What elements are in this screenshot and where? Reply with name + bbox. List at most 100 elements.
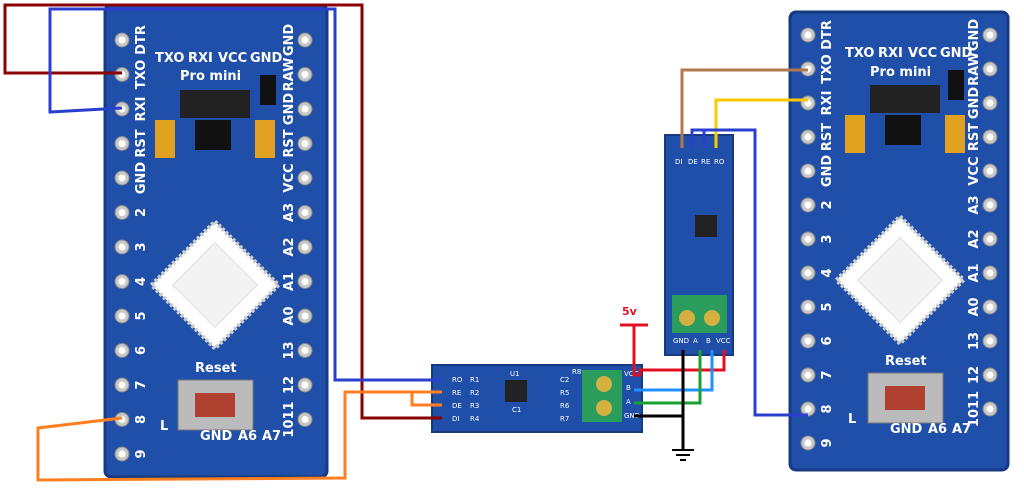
header-pin xyxy=(297,377,313,393)
header-pin xyxy=(114,239,130,255)
pin-label: A0 xyxy=(282,306,297,325)
bottom-label: GND xyxy=(200,429,233,444)
capacitor xyxy=(945,115,965,153)
wire-txo-to-di xyxy=(3,3,442,420)
wire-d8-to-re-de xyxy=(36,390,442,482)
pin-label: 8 xyxy=(134,415,149,424)
pin-label: DE xyxy=(452,402,462,410)
pin-label: 8 xyxy=(820,404,835,413)
pin-label: DE xyxy=(688,158,698,166)
pin-label: GND xyxy=(673,337,689,345)
pin-label: A3 xyxy=(282,203,297,222)
screw xyxy=(679,310,695,326)
header-pin xyxy=(800,367,816,383)
right-pro-mini-board: Reset Pro mini TXO RXI VCC GND GND A6 A7… xyxy=(788,10,1010,472)
top-label: TXO xyxy=(155,51,184,66)
pin-label: RAW xyxy=(967,52,982,86)
pin-label: 13 xyxy=(282,341,297,359)
part-label: R6 xyxy=(560,402,570,410)
pin-label: TXO xyxy=(134,60,149,89)
pin-label: DTR xyxy=(134,25,149,55)
wire-rxi-to-ro xyxy=(48,7,442,382)
pin-label: GND xyxy=(134,162,149,195)
header-pin xyxy=(982,367,998,383)
header-pin xyxy=(982,401,998,417)
pin-label: 4 xyxy=(134,277,149,286)
header-pin xyxy=(297,67,313,82)
header-pin xyxy=(800,95,816,111)
pin-label: GND xyxy=(282,24,297,57)
pin-label: GND xyxy=(967,19,982,52)
pin-label: VCC xyxy=(716,337,731,345)
pin-label: GND xyxy=(624,412,640,420)
pin-label: 3 xyxy=(820,234,835,243)
top-label: GND xyxy=(940,46,973,61)
pin-label: 2 xyxy=(820,200,835,209)
header-pin xyxy=(982,163,998,179)
pin-label: 4 xyxy=(820,268,835,277)
bottom-label: A7 xyxy=(262,429,281,444)
pin-label: A xyxy=(626,398,631,406)
header-pin xyxy=(982,265,998,281)
max485-chip xyxy=(505,380,527,402)
part-label: R7 xyxy=(560,415,569,423)
capacitor xyxy=(155,120,175,158)
part-label: R8 xyxy=(572,368,581,376)
header-pin xyxy=(800,333,816,349)
header-pin xyxy=(982,95,998,111)
pin-label: TXO xyxy=(820,54,835,83)
pin-label: RE xyxy=(452,389,461,397)
ground-icon xyxy=(672,449,694,461)
capacitor xyxy=(255,120,275,158)
header-pin xyxy=(114,136,130,151)
pin-label: GND xyxy=(282,93,297,126)
header-pin xyxy=(800,163,816,179)
rs485-module-vertical: DI DE RE RO GND A B VCC xyxy=(664,134,734,356)
header-pin xyxy=(800,299,816,315)
pin-label: 5 xyxy=(134,311,149,320)
pin-label: RST xyxy=(134,129,149,157)
capacitor xyxy=(845,115,865,153)
header-pin xyxy=(297,274,313,289)
model-label: Pro mini xyxy=(870,65,931,80)
pin-label: RAW xyxy=(282,58,297,92)
header-pin xyxy=(114,274,130,289)
header-pin xyxy=(800,435,816,451)
pin-label: A2 xyxy=(282,237,297,256)
header-pin xyxy=(114,343,130,358)
part-label: U1 xyxy=(510,370,520,378)
pin-label: 6 xyxy=(134,346,149,355)
power-label: 5v xyxy=(622,305,638,318)
screw xyxy=(704,310,720,326)
pin-label: 9 xyxy=(820,438,835,447)
wire-a xyxy=(634,350,702,405)
pin-label: RXI xyxy=(820,91,835,116)
pin-label: 3 xyxy=(134,242,149,251)
pin-label: 13 xyxy=(967,332,982,350)
bottom-label: A6 xyxy=(238,429,257,444)
pin-label: 12 xyxy=(967,366,982,384)
pin-label: GND xyxy=(820,155,835,188)
max485-chip xyxy=(695,215,717,237)
top-label: RXI xyxy=(188,51,213,66)
led-label: L xyxy=(848,412,856,427)
part-label: C1 xyxy=(512,406,521,414)
regulator-chip xyxy=(180,90,250,118)
wires xyxy=(3,3,808,482)
header-pin xyxy=(297,205,313,220)
top-label: GND xyxy=(250,51,283,66)
top-label: VCC xyxy=(218,51,247,66)
part-label: R2 xyxy=(470,389,479,397)
pin-label: A1 xyxy=(967,263,982,282)
pin-label: A1 xyxy=(282,272,297,291)
pin-label: VCC xyxy=(282,163,297,192)
led-label: L xyxy=(160,419,168,434)
header-pin xyxy=(800,231,816,247)
header-pin xyxy=(114,308,130,324)
wire-rxi-to-ro-right xyxy=(714,98,808,148)
bottom-label: GND xyxy=(890,422,923,437)
header-pin xyxy=(800,265,816,281)
